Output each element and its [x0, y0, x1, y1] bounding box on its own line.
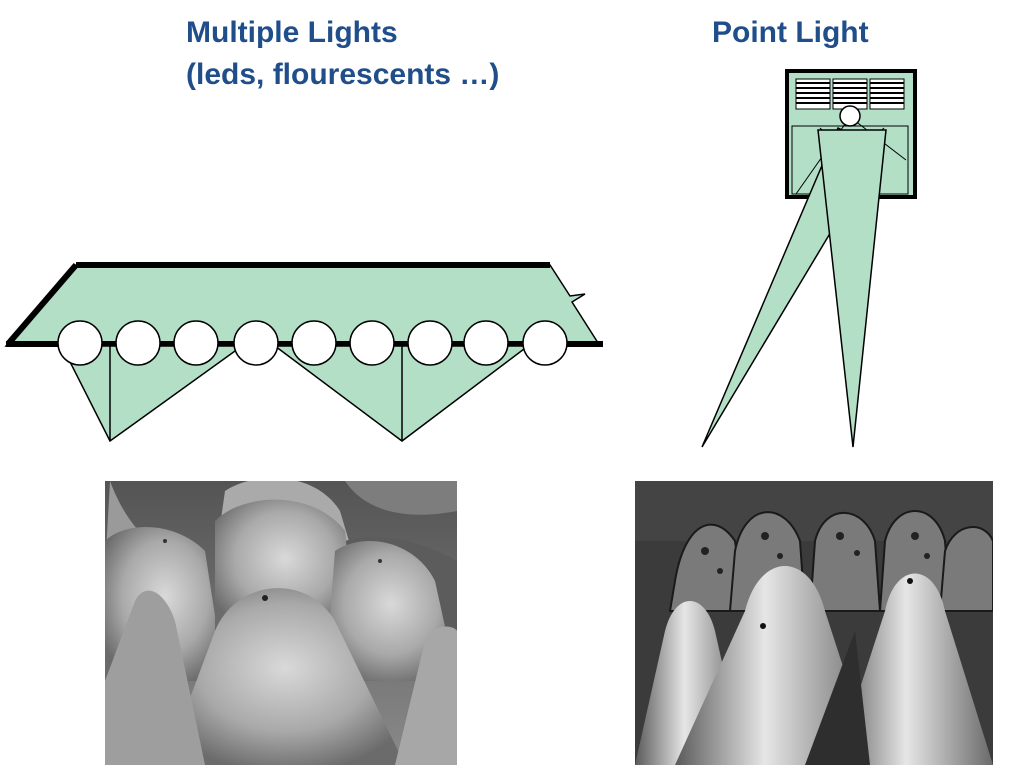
led-row: [57, 320, 568, 366]
point-light-beam-short: [817, 129, 887, 448]
led-light: [57, 320, 103, 366]
led-light: [522, 320, 568, 366]
led-light: [463, 320, 509, 366]
led-light: [349, 320, 395, 366]
led-light: [115, 320, 161, 366]
point-light-bulb: [839, 105, 861, 127]
point-light-title: Point Light: [712, 16, 869, 49]
led-light: [407, 320, 453, 366]
photo-egg-crate-point-light: [635, 481, 993, 765]
multiple-lights-diagram: [4, 262, 603, 443]
lamp-grille: [795, 78, 905, 110]
led-light: [233, 320, 279, 366]
led-light: [291, 320, 337, 366]
multiple-lights-title-line1: Multiple Lights: [186, 16, 398, 49]
photo-right-render: [635, 481, 993, 765]
photo-left-render: [105, 481, 457, 765]
multiple-lights-title-line2: (leds, flourescents …): [186, 58, 500, 91]
light-panel-left-edge: [5, 263, 79, 346]
led-light: [173, 320, 219, 366]
multiple-lights-title: Multiple Lights (leds, flourescents …): [186, 12, 499, 96]
point-light-diagram: [701, 69, 917, 448]
photo-egg-crate-multiple-lights: [105, 481, 457, 765]
